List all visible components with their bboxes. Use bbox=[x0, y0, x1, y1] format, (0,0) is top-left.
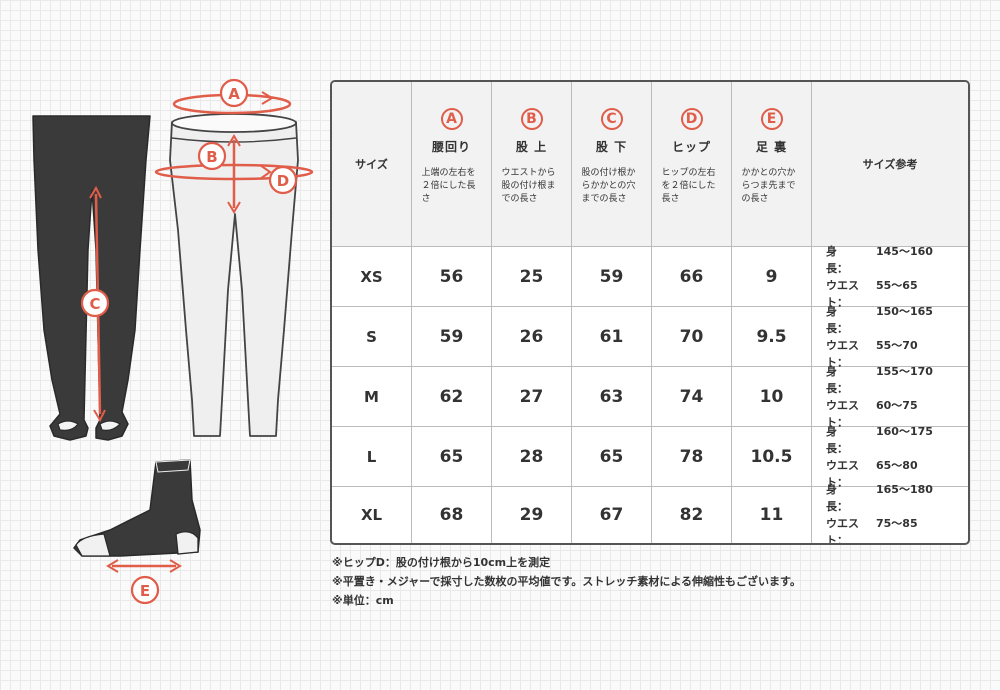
badge-b: B bbox=[197, 141, 227, 171]
value-cell: 65 bbox=[572, 427, 652, 487]
waist-range: 55～70 bbox=[876, 338, 918, 352]
value-cell: 67 bbox=[572, 487, 652, 543]
value-cell: 59 bbox=[412, 307, 492, 367]
reference-cell: 身 長： 165～180 ウエスト： 75～85 bbox=[812, 483, 968, 545]
column-name: ヒップ bbox=[671, 140, 711, 154]
badge-a: A bbox=[219, 78, 249, 108]
waist-label: ウエスト： bbox=[826, 278, 859, 309]
waist-label: ウエスト： bbox=[826, 458, 859, 489]
reference-cell: 身 長： 160～175 ウエスト： 65～80 bbox=[812, 425, 968, 489]
waist-label: ウエスト： bbox=[826, 338, 859, 369]
waist-range: 75～85 bbox=[876, 517, 918, 530]
column-description: ウエストから股の付け根までの長さ bbox=[501, 168, 556, 204]
value-cell: 66 bbox=[652, 247, 732, 307]
foot-illustration bbox=[73, 459, 201, 557]
waist-range: 55～65 bbox=[876, 278, 918, 292]
height-range: 150～165 bbox=[876, 304, 933, 318]
reference-cell: 身 長： 145～160 ウエスト： 55～65 bbox=[812, 245, 968, 309]
column-name: 足 裏 bbox=[755, 140, 788, 154]
note-measurement: ※平置き・メジャーで採寸した数枚の平均値です。ストレッチ素材による伸縮性もござい… bbox=[332, 575, 801, 588]
reference-cell: 身 長： 155～170 ウエスト： 60～75 bbox=[812, 365, 968, 429]
value-cell: 62 bbox=[412, 367, 492, 427]
header-col-c: C 股 下 股の付け根からかかとの穴までの長さ bbox=[572, 82, 652, 247]
height-range: 165～180 bbox=[876, 483, 933, 496]
value-cell: 74 bbox=[652, 367, 732, 427]
reference-cell: 身 長： 150～165 ウエスト： 55～70 bbox=[812, 305, 968, 369]
badge-e: E bbox=[130, 575, 160, 605]
svg-text:B: B bbox=[206, 148, 217, 166]
height-label: 身 長： bbox=[826, 424, 859, 455]
height-label: 身 長： bbox=[826, 364, 859, 395]
height-range: 160～175 bbox=[876, 424, 933, 438]
value-cell: 68 bbox=[412, 487, 492, 543]
badge-b-header: B bbox=[520, 108, 543, 130]
value-cell: 9 bbox=[732, 247, 812, 307]
height-range: 155～170 bbox=[876, 364, 933, 378]
size-label-l: L bbox=[332, 427, 412, 487]
badge-c-header: C bbox=[600, 108, 623, 130]
column-description: ヒップの左右を２倍にした長さ bbox=[661, 168, 716, 204]
column-name: 腰回り bbox=[431, 140, 471, 154]
size-label-s: S bbox=[332, 307, 412, 367]
note-unit: ※単位：cm bbox=[332, 594, 394, 607]
size-chart-table: サイズ A 腰回り 上端の左右を２倍にした長さ B 股 上 ウエストから股の付け… bbox=[330, 80, 970, 545]
note-hip: ※ヒップD：股の付け根から10cm上を測定 bbox=[332, 556, 551, 569]
measure-line-b bbox=[227, 134, 241, 214]
value-cell: 11 bbox=[732, 487, 812, 543]
badge-d-header: D bbox=[680, 108, 703, 130]
value-cell: 25 bbox=[492, 247, 572, 307]
badge-d: D bbox=[268, 165, 298, 195]
value-cell: 9.5 bbox=[732, 307, 812, 367]
waist-range: 65～80 bbox=[876, 458, 918, 472]
value-cell: 65 bbox=[412, 427, 492, 487]
height-range: 145～160 bbox=[876, 244, 933, 258]
waist-label: ウエスト： bbox=[826, 517, 859, 545]
size-label-xl: XL bbox=[332, 487, 412, 543]
waist-range: 60～75 bbox=[876, 398, 918, 412]
header-col-a: A 腰回り 上端の左右を２倍にした長さ bbox=[412, 82, 492, 247]
notes: ※ヒップD：股の付け根から10cm上を測定 ※平置き・メジャーで採寸した数枚の平… bbox=[332, 553, 801, 610]
header-col-d: D ヒップ ヒップの左右を２倍にした長さ bbox=[652, 82, 732, 247]
value-cell: 70 bbox=[652, 307, 732, 367]
measurement-diagram: C A B D bbox=[32, 78, 314, 605]
value-cell: 27 bbox=[492, 367, 572, 427]
svg-text:E: E bbox=[140, 582, 150, 600]
badge-e-header: E bbox=[760, 108, 783, 130]
svg-text:D: D bbox=[277, 172, 289, 190]
height-label: 身 長： bbox=[826, 483, 859, 513]
column-name: 股 上 bbox=[515, 140, 548, 154]
svg-text:C: C bbox=[89, 295, 100, 313]
value-cell: 56 bbox=[412, 247, 492, 307]
header-size: サイズ bbox=[332, 82, 412, 247]
height-label: 身 長： bbox=[826, 244, 859, 275]
column-name: 股 下 bbox=[595, 140, 628, 154]
value-cell: 63 bbox=[572, 367, 652, 427]
column-description: かかとの穴からつま先までの長さ bbox=[741, 168, 796, 204]
value-cell: 29 bbox=[492, 487, 572, 543]
value-cell: 61 bbox=[572, 307, 652, 367]
column-description: 股の付け根からかかとの穴までの長さ bbox=[581, 168, 636, 204]
value-cell: 10.5 bbox=[732, 427, 812, 487]
value-cell: 59 bbox=[572, 247, 652, 307]
header-col-b: B 股 上 ウエストから股の付け根までの長さ bbox=[492, 82, 572, 247]
size-label-xs: XS bbox=[332, 247, 412, 307]
header-col-e: E 足 裏 かかとの穴からつま先までの長さ bbox=[732, 82, 812, 247]
value-cell: 78 bbox=[652, 427, 732, 487]
column-description: 上端の左右を２倍にした長さ bbox=[421, 168, 476, 204]
badge-c: C bbox=[80, 288, 110, 318]
header-reference: サイズ参考 bbox=[812, 82, 968, 247]
height-label: 身 長： bbox=[826, 304, 859, 335]
size-label-m: M bbox=[332, 367, 412, 427]
badge-a-header: A bbox=[440, 108, 463, 130]
value-cell: 26 bbox=[492, 307, 572, 367]
value-cell: 82 bbox=[652, 487, 732, 543]
measure-line-e bbox=[106, 559, 182, 573]
value-cell: 10 bbox=[732, 367, 812, 427]
svg-text:A: A bbox=[228, 85, 240, 103]
waist-label: ウエスト： bbox=[826, 398, 859, 429]
value-cell: 28 bbox=[492, 427, 572, 487]
light-leggings-illustration bbox=[169, 113, 299, 437]
dark-leggings-illustration bbox=[32, 115, 151, 441]
